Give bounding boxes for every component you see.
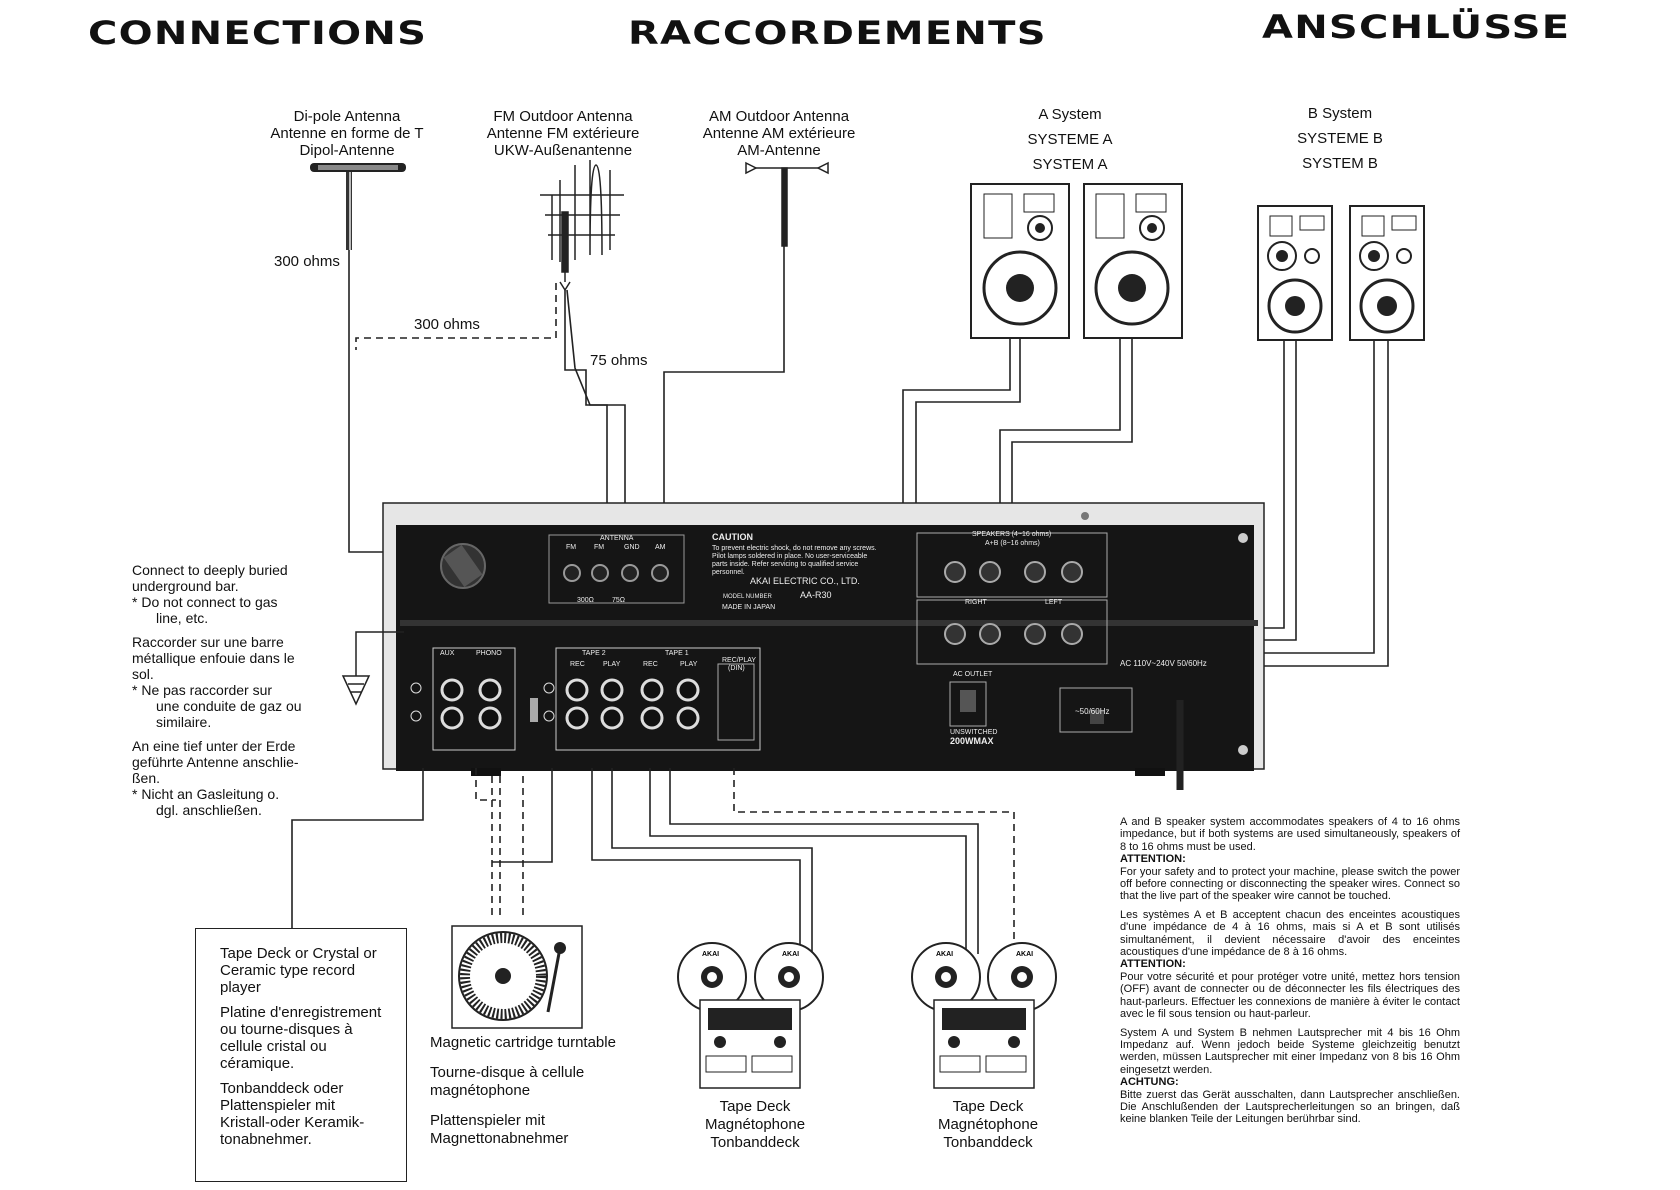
- svg-text:~50/60Hz: ~50/60Hz: [1075, 707, 1109, 716]
- svg-text:FM: FM: [594, 544, 604, 551]
- svg-text:GND: GND: [624, 544, 640, 551]
- svg-text:AC OUTLET: AC OUTLET: [953, 671, 993, 678]
- speaker-b-right: [1349, 205, 1425, 341]
- svg-text:MADE IN JAPAN: MADE IN JAPAN: [722, 604, 775, 611]
- svg-text:Pilot lamps soldered in place.: Pilot lamps soldered in place. No user-s…: [712, 553, 867, 560]
- svg-text:FM: FM: [566, 544, 576, 551]
- svg-text:CAUTION: CAUTION: [712, 532, 753, 542]
- ohms-300-fm: 300 ohms: [414, 316, 480, 333]
- svg-text:UNSWITCHED: UNSWITCHED: [950, 729, 997, 736]
- svg-text:(DIN): (DIN): [728, 665, 745, 672]
- fm-antenna-icon: [540, 160, 624, 292]
- svg-text:parts inside. Refer servicing: parts inside. Refer servicing to qualifi…: [712, 561, 858, 568]
- dipole-antenna-icon: [310, 163, 406, 250]
- speaker-b-left: [1257, 205, 1333, 341]
- turntable-icon: [451, 925, 583, 1029]
- svg-text:200WMAX: 200WMAX: [950, 736, 994, 746]
- amplifier-rear-panel: ANTENNA FM FM GND AM 300Ω 75Ω CAUTION To…: [382, 502, 1265, 790]
- tape-deck-2-icon: AKAI AKAI: [911, 942, 1057, 1089]
- speaker-a-right: [1083, 183, 1183, 339]
- svg-text:AKAI: AKAI: [702, 951, 719, 958]
- svg-text:TAPE 1: TAPE 1: [665, 650, 689, 657]
- svg-text:PLAY: PLAY: [603, 661, 621, 668]
- panel-antenna-text: ANTENNA: [600, 535, 634, 542]
- speaker-a-left: [970, 183, 1070, 339]
- svg-text:To prevent electric shock, do: To prevent electric shock, do not remove…: [712, 545, 877, 552]
- svg-text:A+B (8~16 ohms): A+B (8~16 ohms): [985, 540, 1040, 547]
- turntable-label: Magnetic cartridge turntable Tourne-disq…: [430, 1034, 616, 1147]
- svg-text:AC 110V~240V 50/60Hz: AC 110V~240V 50/60Hz: [1120, 659, 1207, 668]
- title-de: ANSCHLÜSSE: [1262, 8, 1571, 46]
- svg-text:300Ω: 300Ω: [577, 597, 594, 604]
- svg-text:75Ω: 75Ω: [612, 597, 625, 604]
- svg-text:LEFT: LEFT: [1045, 599, 1063, 606]
- svg-text:AKAI: AKAI: [782, 951, 799, 958]
- speaker-notes: A and B speaker system accommodates spea…: [1120, 816, 1460, 1126]
- svg-text:AA-R30: AA-R30: [800, 590, 832, 600]
- svg-text:SPEAKERS (4~16 ohms): SPEAKERS (4~16 ohms): [972, 531, 1051, 538]
- am-antenna-icon: [745, 161, 829, 247]
- ohms-75-fm: 75 ohms: [590, 352, 648, 369]
- record-player-box: Tape Deck or Crystal or Ceramic type rec…: [195, 928, 407, 1182]
- svg-text:AKAI: AKAI: [936, 951, 953, 958]
- svg-text:AUX: AUX: [440, 650, 455, 657]
- ground-symbol-icon: [341, 675, 371, 706]
- svg-text:RIGHT: RIGHT: [965, 599, 988, 606]
- title-fr: RACCORDEMENTS: [628, 14, 1047, 52]
- svg-text:REC: REC: [570, 661, 585, 668]
- svg-text:AKAI ELECTRIC CO., LTD.: AKAI ELECTRIC CO., LTD.: [750, 576, 860, 586]
- svg-text:MODEL NUMBER: MODEL NUMBER: [723, 594, 772, 600]
- svg-text:personnel.: personnel.: [712, 569, 745, 576]
- svg-text:PHONO: PHONO: [476, 650, 502, 657]
- svg-text:TAPE 2: TAPE 2: [582, 650, 606, 657]
- svg-text:AKAI: AKAI: [1016, 951, 1033, 958]
- svg-text:PLAY: PLAY: [680, 661, 698, 668]
- tape-deck-1-icon: AKAI AKAI: [677, 942, 824, 1089]
- svg-text:REC/PLAY: REC/PLAY: [722, 657, 756, 664]
- svg-text:REC: REC: [643, 661, 658, 668]
- svg-text:AM: AM: [655, 544, 666, 551]
- ohms-300-dipole: 300 ohms: [274, 253, 340, 270]
- title-en: CONNECTIONS: [88, 14, 428, 52]
